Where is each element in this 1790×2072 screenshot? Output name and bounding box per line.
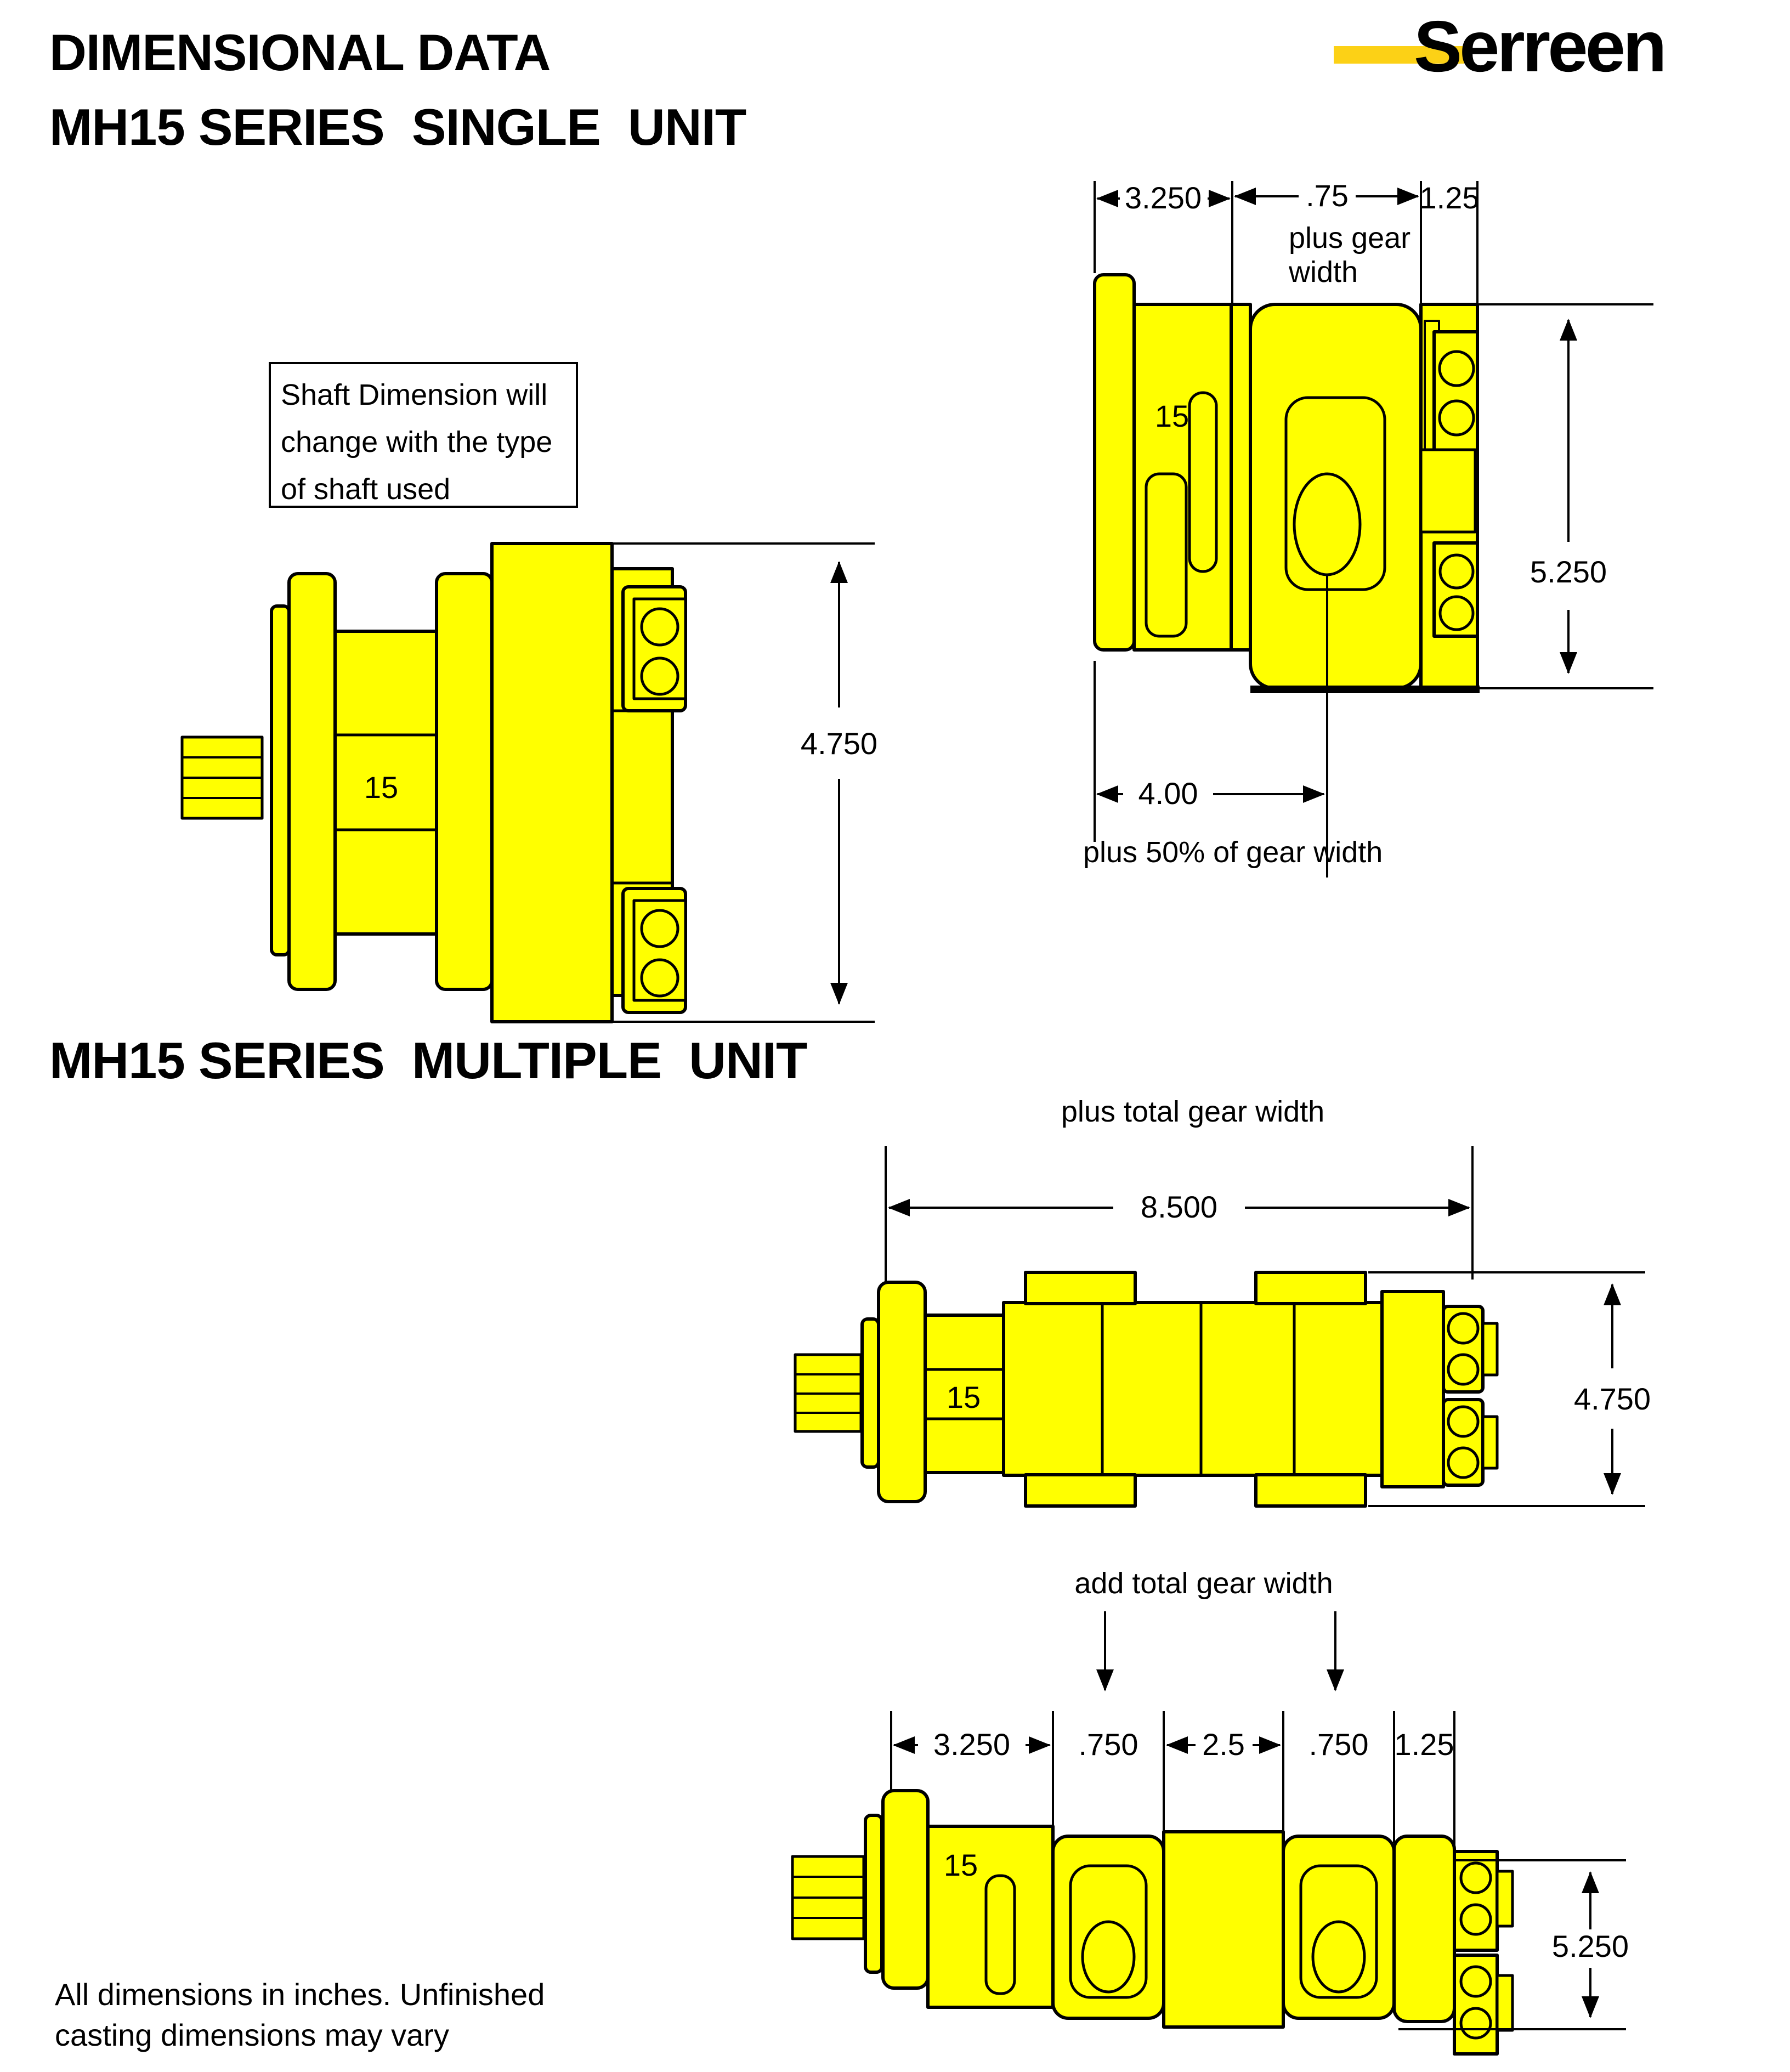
body-size-label: 15 bbox=[364, 770, 398, 805]
mounting-flange bbox=[287, 572, 337, 991]
body-size-label: 15 bbox=[944, 1848, 978, 1882]
center-section bbox=[1162, 1830, 1285, 2029]
shaft-note-line1: Shaft Dimension will bbox=[281, 378, 547, 411]
top-port-circle bbox=[640, 656, 679, 696]
spacer-strip bbox=[1230, 303, 1252, 652]
center-width-label: 2.5 bbox=[1202, 1727, 1245, 1762]
total-gear-width-note: plus total gear width bbox=[1061, 1095, 1324, 1128]
seal-plate bbox=[270, 604, 291, 956]
port-face-dimension-label: 4.00 bbox=[1138, 776, 1198, 811]
height-dimension-label: 4.750 bbox=[801, 726, 877, 761]
height-dimension-label: 5.250 bbox=[1530, 554, 1607, 589]
port-width-label: 1.25 bbox=[1420, 180, 1480, 215]
length-dimension-label: 8.500 bbox=[1141, 1190, 1217, 1224]
page-title: DIMENSIONAL DATA bbox=[49, 24, 551, 81]
height-dimension-label: 4.750 bbox=[1574, 1382, 1651, 1416]
front-body bbox=[924, 1314, 1005, 1474]
end-cap bbox=[1392, 1835, 1456, 2023]
top-port-circle bbox=[1447, 1312, 1480, 1345]
multiple-unit-side-view-diagram: plus total gear width 8.500 15 bbox=[794, 1095, 1651, 1508]
bottom-port-circle bbox=[1447, 1446, 1480, 1479]
bottom-port-circle bbox=[1447, 1405, 1480, 1438]
gear-bore bbox=[1293, 472, 1362, 576]
footer-line1: All dimensions in inches. Unfinished bbox=[55, 1977, 545, 2012]
center-plate bbox=[435, 572, 494, 991]
single-unit-section-title: MH15 SERIES SINGLE UNIT bbox=[49, 98, 746, 156]
main-housing bbox=[1002, 1301, 1384, 1477]
body-size-label: 15 bbox=[947, 1380, 981, 1414]
bottom-port-circle bbox=[1438, 595, 1475, 631]
gear-bore bbox=[1081, 1920, 1136, 1994]
top-port-circle bbox=[1459, 1861, 1492, 1894]
logo-wordmark: Serreen bbox=[1414, 6, 1664, 86]
logo-bar-icon bbox=[1334, 46, 1464, 64]
single-unit-end-view-diagram: 3.250 .75 1.25 plus gear width 15 bbox=[1083, 178, 1653, 878]
multiple-unit-top-view-diagram: add total gear width 3.250 .750 2.5 .750… bbox=[791, 1567, 1629, 2056]
mounting-flange-tab bbox=[1093, 273, 1136, 652]
top-port-stub bbox=[1481, 1322, 1499, 1377]
gear-width-label: .75 bbox=[1306, 178, 1349, 213]
top-port-stub bbox=[1496, 1870, 1514, 1928]
multiple-unit-section-title: MH15 SERIES MULTIPLE UNIT bbox=[49, 1032, 807, 1089]
bottom-port-circle bbox=[1438, 553, 1475, 590]
top-port-circle bbox=[640, 607, 679, 647]
port-face-note: plus 50% of gear width bbox=[1083, 836, 1383, 869]
body-slot bbox=[1188, 391, 1218, 573]
front-length-label: 3.250 bbox=[933, 1727, 1010, 1762]
top-port-circle bbox=[1459, 1903, 1492, 1936]
top-mounting-tab bbox=[1254, 1271, 1367, 1305]
top-port-circle bbox=[1438, 399, 1475, 437]
bottom-port-stub bbox=[1496, 1974, 1514, 2032]
seal-plate bbox=[864, 1814, 883, 1974]
shaft-note-box bbox=[269, 362, 578, 508]
height-dimension-label: 5.250 bbox=[1552, 1929, 1629, 1963]
body-slot bbox=[1145, 472, 1188, 638]
body-size-label: 15 bbox=[1155, 399, 1189, 433]
shaft-note-line2: change with the type bbox=[281, 426, 552, 458]
gear-note-line1: plus gear bbox=[1289, 222, 1411, 254]
footer-note: All dimensions in inches. Unfinished cas… bbox=[55, 1974, 548, 2056]
shaft-note-line3: of shaft used bbox=[281, 473, 450, 506]
rear-housing bbox=[490, 542, 614, 1023]
end-plate bbox=[1380, 1290, 1445, 1488]
add-gear-width-note: add total gear width bbox=[1074, 1567, 1333, 1600]
bottom-port-circle bbox=[1459, 1965, 1492, 1998]
bottom-port-stub bbox=[1481, 1415, 1499, 1470]
bottom-port-circle bbox=[640, 958, 679, 998]
gear1-width-label: .750 bbox=[1079, 1727, 1138, 1762]
bottom-port-circle bbox=[640, 909, 679, 948]
bottom-mounting-tab bbox=[1254, 1473, 1367, 1508]
top-port-circle bbox=[1438, 350, 1475, 387]
single-unit-side-view-diagram: Shaft Dimension will change with the typ… bbox=[180, 362, 877, 1023]
gear2-width-label: .750 bbox=[1309, 1727, 1369, 1762]
body-slot bbox=[984, 1874, 1016, 1995]
gear-bore bbox=[1311, 1920, 1366, 1994]
gear-note-line2: width bbox=[1288, 256, 1358, 288]
front-length-label: 3.250 bbox=[1125, 180, 1202, 215]
mounting-flange bbox=[877, 1281, 927, 1503]
mounting-flange-tab bbox=[881, 1789, 930, 1990]
bottom-port-circle bbox=[1459, 2007, 1492, 2040]
top-port-circle bbox=[1447, 1353, 1480, 1386]
brand-logo: Serreen bbox=[1334, 6, 1667, 86]
footer-line2: casting dimensions may vary bbox=[55, 2017, 449, 2052]
top-mounting-tab bbox=[1024, 1271, 1137, 1305]
port-width-label: 1.25 bbox=[1395, 1727, 1454, 1762]
seal-plate bbox=[860, 1317, 880, 1469]
port-mid-block bbox=[1419, 448, 1477, 534]
bottom-mounting-tab bbox=[1024, 1473, 1137, 1508]
